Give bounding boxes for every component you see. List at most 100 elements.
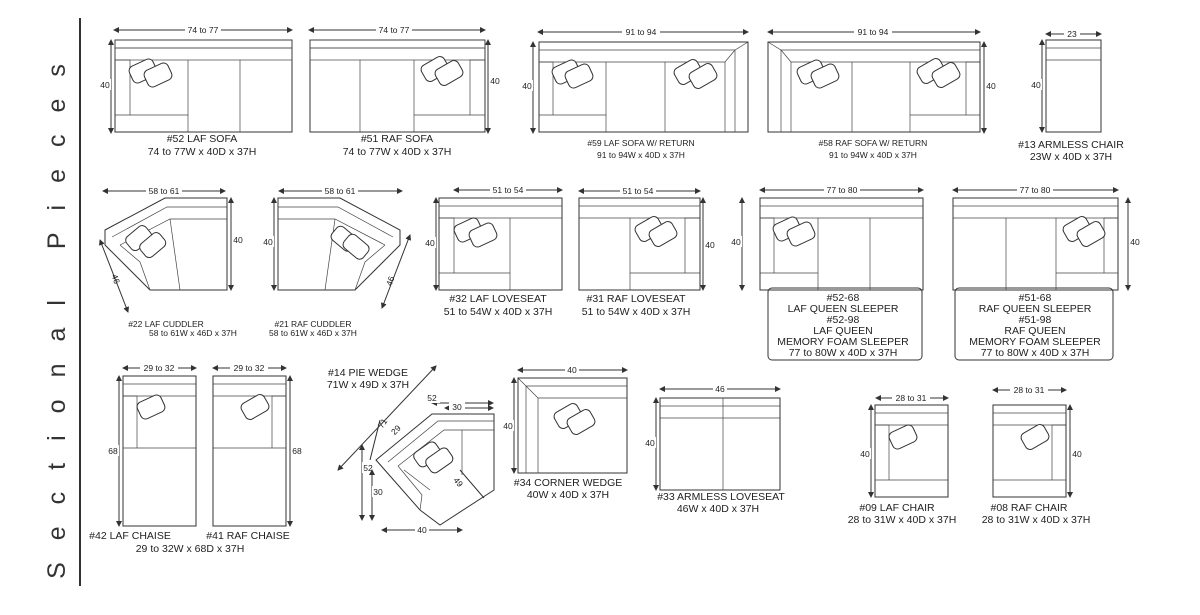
piece-raf-loveseat: 51 to 54 40 #31 RAF LOVESEAT 51 to 54W x…	[578, 185, 716, 318]
piece-name: #09 LAF CHAIR	[859, 502, 935, 514]
piece-size: 74 to 77W x 40D x 37H	[343, 146, 452, 158]
depth-dim: 40	[860, 449, 870, 459]
dim-29: 29	[389, 423, 403, 437]
dim-30b: 30	[373, 487, 383, 497]
piece-raf-queen-sleeper: 77 to 80 40 #51-68 RAF QUEEN SLEEPER #51…	[952, 184, 1141, 361]
piece-name: #08 RAF CHAIR	[990, 502, 1067, 514]
piece-size: 71W x 49D x 37H	[327, 379, 409, 391]
sleeper-line-5: MEMORY FOAM SLEEPER	[777, 336, 909, 348]
depth-dim: 40	[1130, 237, 1140, 247]
width-dim: 51 to 54	[493, 185, 524, 195]
depth-dim: 40	[503, 421, 513, 431]
piece-name: #51 RAF SOFA	[361, 133, 433, 145]
piece-raf-cuddler: 58 to 61 40 46 #21 RAF CUDDLER 58 to 61W…	[262, 185, 412, 338]
piece-size: 58 to 61W x 46D x 37H	[149, 328, 237, 338]
dim-49: 49	[451, 475, 465, 489]
piece-laf-chaise: 29 to 32 68 #42 LAF CHAISE	[89, 362, 197, 542]
piece-size: 46W x 40D x 37H	[677, 503, 759, 515]
piece-name: #59 LAF SOFA W/ RETURN	[587, 138, 694, 148]
depth-dim: 40	[645, 438, 655, 448]
piece-size: 40W x 40D x 37H	[527, 489, 609, 501]
piece-size: 91 to 94W x 40D x 37H	[597, 150, 685, 160]
piece-name: #34 CORNER WEDGE	[514, 477, 623, 489]
piece-laf-queen-sleeper: 77 to 80 40 #52-68 LAF QUEEN SLEEPER #52…	[730, 184, 924, 361]
piece-raf-sofa: 74 to 77 40 #51 RAF SOFA 74 to 77W x 40D…	[308, 24, 501, 158]
sleeper-line-1: #51-68	[1019, 292, 1052, 304]
piece-name: #52 LAF SOFA	[167, 133, 238, 145]
sleeper-line-2: LAF QUEEN SLEEPER	[788, 303, 899, 315]
width-dim: 58 to 61	[325, 186, 356, 196]
piece-armless-chair: 23 40 #13 ARMLESS CHAIR 23W x 40D x 37H	[1018, 28, 1124, 163]
sleeper-line-6: 77 to 80W x 40D x 37H	[981, 347, 1090, 359]
depth-dim: 68	[108, 446, 118, 456]
piece-raf-sofa-return: 91 to 94 40 #58 RAF SOFA W/ RETURN 91 to…	[767, 26, 997, 160]
piece-size: 23W x 40D x 37H	[1030, 151, 1112, 163]
dim-52: 52	[427, 393, 437, 403]
sleeper-line-4: LAF QUEEN	[813, 325, 873, 337]
depth-dim: 40	[233, 235, 243, 245]
depth-dim: 40	[490, 76, 500, 86]
piece-name: #13 ARMLESS CHAIR	[1018, 139, 1124, 151]
width-dim: 77 to 80	[1020, 185, 1051, 195]
piece-laf-sofa-return: 91 to 94 40 #59 LAF SOFA W/ RETURN 91 to…	[521, 26, 749, 160]
piece-size: 51 to 54W x 40D x 37H	[444, 306, 553, 318]
width-dim: 91 to 94	[858, 27, 889, 37]
sleeper-line-5: MEMORY FOAM SLEEPER	[969, 336, 1101, 348]
piece-corner-wedge: 40 40 #34 CORNER WEDGE 40W x 40D x 37H	[502, 364, 628, 501]
piece-pie-wedge: #14 PIE WEDGE 71W x 49D x 37H 52 30 71 2…	[327, 365, 495, 535]
width-dim: 91 to 94	[626, 27, 657, 37]
sleeper-line-3: #52-98	[827, 314, 860, 326]
depth-dim: 40	[705, 240, 715, 250]
width-dim: 77 to 80	[827, 185, 858, 195]
depth-dim: 40	[522, 81, 532, 91]
depth-dim: 40	[263, 237, 273, 247]
width-dim: 28 to 31	[896, 393, 927, 403]
width-dim: 28 to 31	[1014, 385, 1045, 395]
diag-dim: 46	[110, 273, 123, 286]
depth-dim: 40	[100, 80, 110, 90]
piece-raf-chair: 28 to 31 40 #08 RAF CHAIR 28 to 31W x 40…	[982, 384, 1091, 526]
piece-armless-loveseat: 46 40 #33 ARMLESS LOVESEAT 46W x 40D x 3…	[644, 383, 785, 515]
depth-dim: 40	[731, 237, 741, 247]
vertical-divider	[79, 18, 81, 586]
width-dim: 23	[1067, 29, 1077, 39]
chaise-size: 29 to 32W x 68D x 37H	[136, 543, 245, 555]
depth-dim: 68	[292, 446, 302, 456]
piece-size: 74 to 77W x 40D x 37H	[148, 146, 257, 158]
diag-dim: 46	[384, 275, 397, 288]
piece-name: #31 RAF LOVESEAT	[586, 293, 686, 305]
dim-52b: 52	[363, 463, 373, 473]
piece-size: 91 to 94W x 40D x 37H	[829, 150, 917, 160]
piece-laf-cuddler: 58 to 61 40 46 #22 LAF CUDDLER 58 to 61W…	[99, 185, 244, 338]
piece-raf-chaise: 29 to 32 68 #41 RAF CHAISE	[206, 362, 303, 542]
depth-dim: 40	[425, 238, 435, 248]
sleeper-line-4: RAF QUEEN	[1004, 325, 1065, 337]
sleeper-line-6: 77 to 80W x 40D x 37H	[789, 347, 898, 359]
piece-laf-loveseat: 51 to 54 40 #32 LAF LOVESEAT 51 to 54W x…	[424, 184, 563, 318]
piece-laf-sofa: 74 to 77 40 #52 LAF SOFA 74 to 77W x 40D…	[99, 24, 293, 158]
piece-laf-chair: 28 to 31 40 #09 LAF CHAIR 28 to 31W x 40…	[848, 392, 957, 526]
piece-name: #33 ARMLESS LOVESEAT	[657, 491, 785, 503]
piece-size: 28 to 31W x 40D x 37H	[848, 514, 957, 526]
depth-dim: 40	[1072, 449, 1082, 459]
width-dim: 46	[715, 384, 725, 394]
piece-name: #58 RAF SOFA W/ RETURN	[819, 138, 928, 148]
piece-name: #41 RAF CHAISE	[206, 530, 289, 542]
piece-name: #22 LAF CUDDLER	[128, 319, 204, 329]
dim-30a: 30	[452, 402, 462, 412]
piece-name: #32 LAF LOVESEAT	[449, 293, 547, 305]
width-dim: 29 to 32	[234, 363, 265, 373]
piece-size: 28 to 31W x 40D x 37H	[982, 514, 1091, 526]
width-dim: 58 to 61	[149, 186, 180, 196]
depth-dim: 40	[986, 81, 996, 91]
sleeper-line-1: #52-68	[827, 292, 860, 304]
piece-name: #21 RAF CUDDLER	[275, 319, 352, 329]
piece-size: 51 to 54W x 40D x 37H	[582, 306, 691, 318]
depth-dim: 40	[1031, 80, 1041, 90]
piece-name: #42 LAF CHAISE	[89, 530, 171, 542]
sleeper-line-2: RAF QUEEN SLEEPER	[979, 303, 1092, 315]
piece-name: #14 PIE WEDGE	[328, 367, 408, 379]
dim-40: 40	[417, 525, 427, 535]
width-dim: 29 to 32	[144, 363, 175, 373]
width-dim: 74 to 77	[379, 25, 410, 35]
